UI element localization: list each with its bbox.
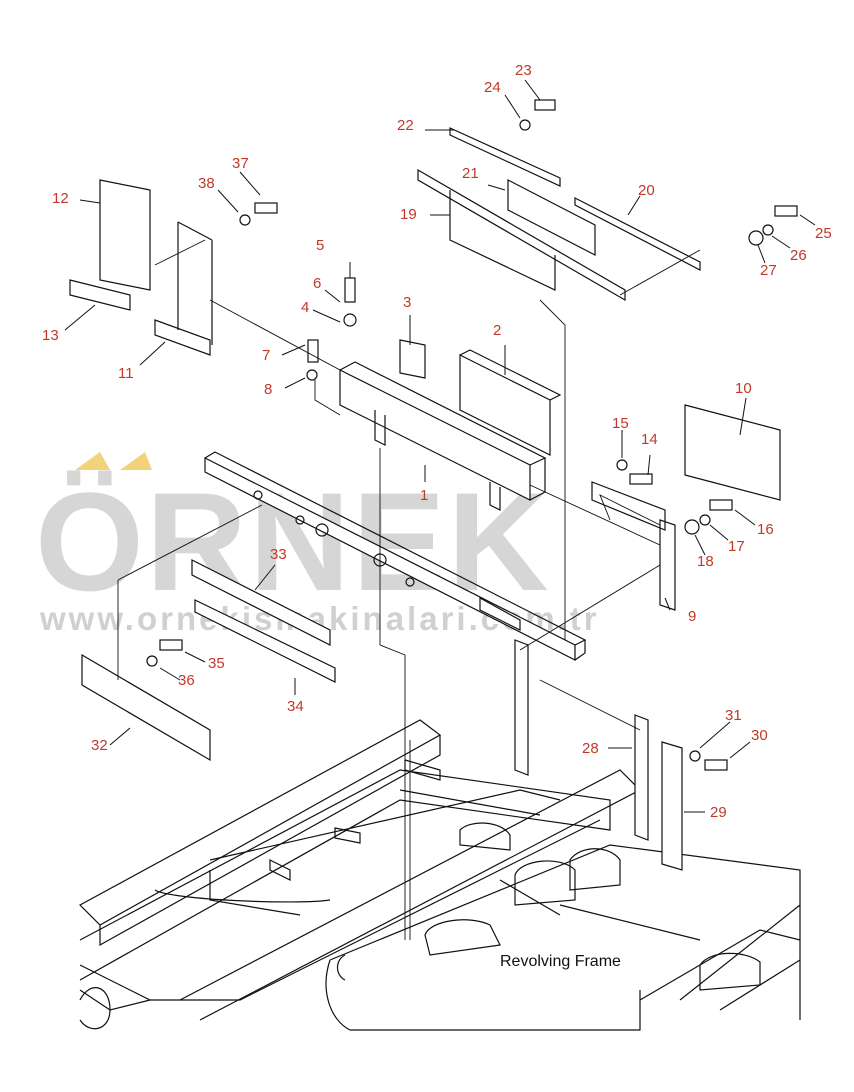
callout-7: 7 xyxy=(262,347,270,364)
callout-21: 21 xyxy=(462,165,479,182)
callout-35: 35 xyxy=(208,655,225,672)
part-28-strip xyxy=(634,714,649,841)
callout-25: 25 xyxy=(815,225,832,242)
part-21-pad xyxy=(507,179,596,256)
callout-1: 1 xyxy=(420,487,428,504)
callout-10: 10 xyxy=(735,380,752,397)
callout-30: 30 xyxy=(751,727,768,744)
part-20-strip xyxy=(574,197,701,271)
callout-36: 36 xyxy=(178,672,195,689)
callout-8: 8 xyxy=(264,381,272,398)
part-12-plate xyxy=(99,179,151,291)
callout-32: 32 xyxy=(91,737,108,754)
callout-14: 14 xyxy=(641,431,658,448)
callout-15: 15 xyxy=(612,415,629,432)
callout-2: 2 xyxy=(493,322,501,339)
callout-26: 26 xyxy=(790,247,807,264)
callout-23: 23 xyxy=(515,62,532,79)
callout-20: 20 xyxy=(638,182,655,199)
watermark-accent-left xyxy=(75,452,110,470)
watermark-accent-right xyxy=(120,452,152,470)
support-rail xyxy=(204,451,587,661)
callout-3: 3 xyxy=(403,294,411,311)
callout-38: 38 xyxy=(198,175,215,192)
callout-4: 4 xyxy=(301,299,309,316)
revolving-frame xyxy=(79,719,801,1031)
part-1-channel xyxy=(339,361,547,511)
callout-33: 33 xyxy=(270,546,287,563)
assembly-leaders xyxy=(117,239,701,940)
part-34-rail xyxy=(194,599,336,683)
part-3-pad xyxy=(399,339,426,379)
callout-34: 34 xyxy=(287,698,304,715)
part-29-channel xyxy=(661,741,683,871)
support-post xyxy=(514,639,529,776)
callout-leaders xyxy=(64,79,816,813)
callout-6: 6 xyxy=(313,275,321,292)
callout-18: 18 xyxy=(697,553,714,570)
callout-27: 27 xyxy=(760,262,777,279)
part-10-plate xyxy=(684,404,781,501)
callout-28: 28 xyxy=(582,740,599,757)
part-32-plate xyxy=(81,653,211,762)
callout-labels: 1 2 3 4 5 6 7 8 9 10 11 12 13 14 15 16 1… xyxy=(42,62,832,821)
part-11-bracket xyxy=(154,319,211,356)
part-22-strip xyxy=(449,127,561,187)
part-2-block xyxy=(459,354,551,456)
callout-5: 5 xyxy=(316,237,324,254)
callout-37: 37 xyxy=(232,155,249,172)
callout-9: 9 xyxy=(688,608,696,625)
callout-12: 12 xyxy=(52,190,69,207)
callout-16: 16 xyxy=(757,521,774,538)
callout-29: 29 xyxy=(710,804,727,821)
frame-caption: Revolving Frame xyxy=(500,953,621,970)
part-19-upper-rail xyxy=(417,168,626,302)
callout-19: 19 xyxy=(400,206,417,223)
bolts xyxy=(146,99,798,771)
callout-22: 22 xyxy=(397,117,414,134)
part-13-block xyxy=(69,279,131,311)
callout-13: 13 xyxy=(42,327,59,344)
callout-24: 24 xyxy=(484,79,501,96)
callout-31: 31 xyxy=(725,707,742,724)
callout-17: 17 xyxy=(728,538,745,555)
part-33-block xyxy=(191,559,331,646)
callout-11: 11 xyxy=(118,365,134,382)
part-9-bracket xyxy=(659,519,676,611)
